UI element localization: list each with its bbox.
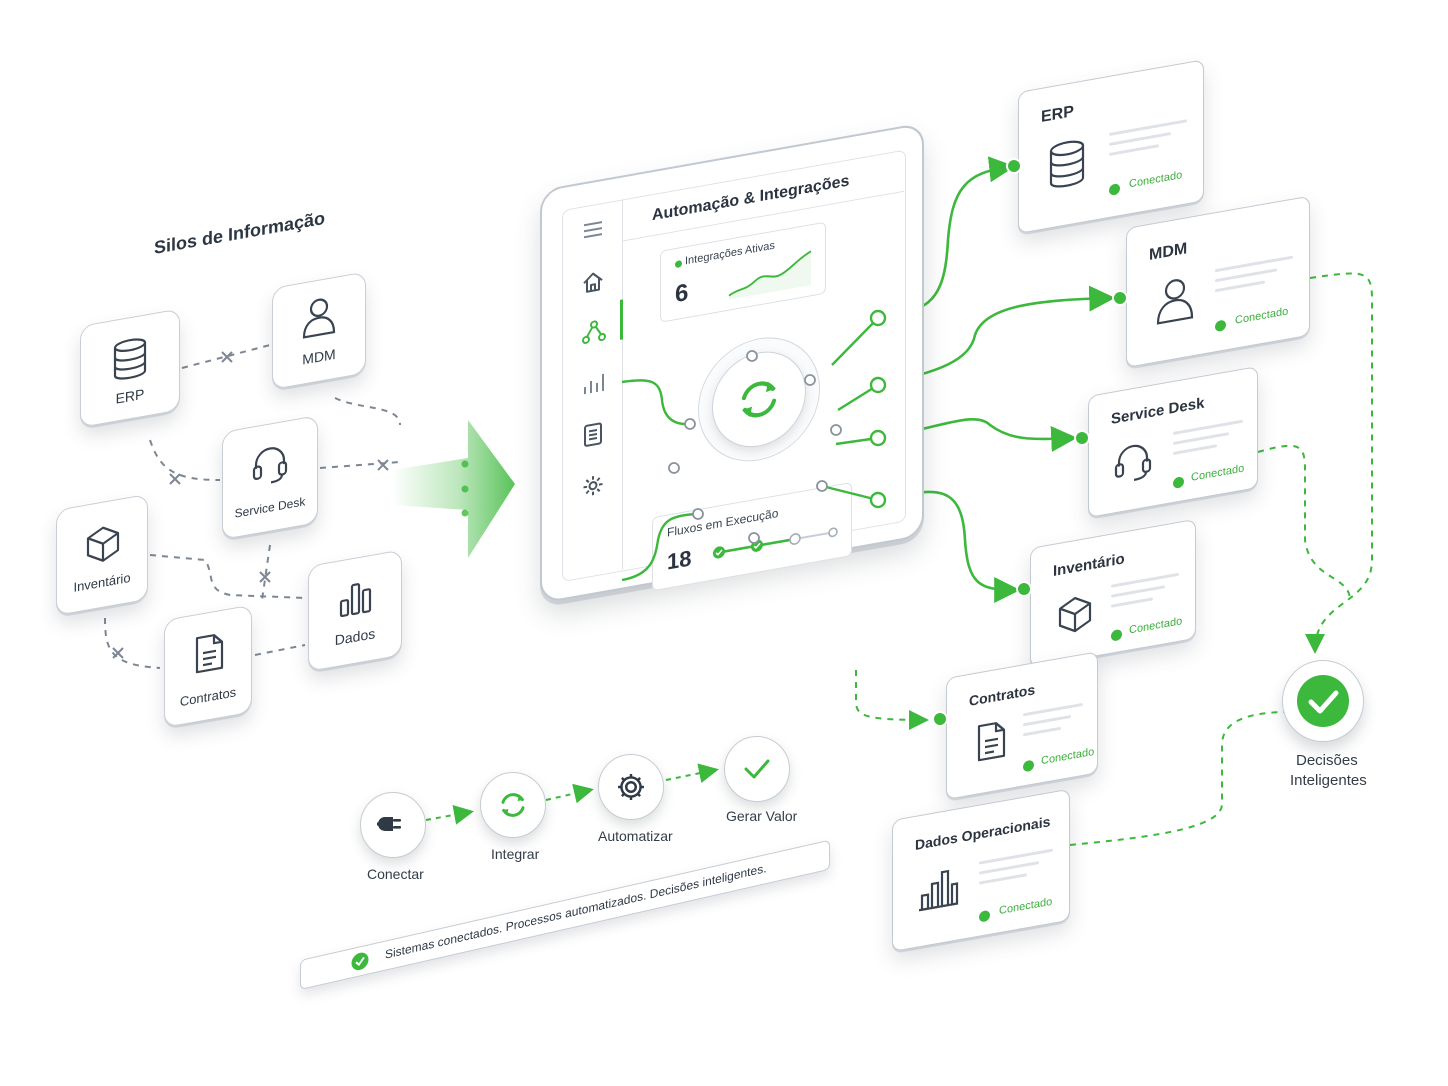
bar-chart-icon[interactable] bbox=[582, 371, 604, 397]
check-circle-icon bbox=[351, 952, 369, 971]
sync-icon bbox=[741, 381, 777, 418]
document-icon[interactable] bbox=[583, 421, 603, 449]
step-conectar-node[interactable] bbox=[360, 792, 426, 858]
connected-contratos-card[interactable]: Contratos Conectado bbox=[946, 651, 1098, 800]
silo-dados-tile[interactable]: Dados bbox=[308, 549, 402, 672]
bar-chart-icon bbox=[919, 869, 959, 912]
headset-icon bbox=[252, 447, 288, 484]
document-icon bbox=[195, 634, 224, 674]
gear-icon[interactable] bbox=[582, 473, 604, 499]
check-icon bbox=[744, 759, 770, 779]
smart-decisions-node[interactable] bbox=[1282, 660, 1364, 742]
check-icon bbox=[1297, 675, 1349, 727]
sync-icon bbox=[501, 793, 525, 817]
step-integrar-node[interactable] bbox=[480, 772, 546, 838]
smart-decisions-label-1: Decisões bbox=[1296, 752, 1358, 769]
home-icon[interactable] bbox=[582, 269, 604, 295]
silo-mdm-tile[interactable]: MDM bbox=[272, 271, 366, 390]
user-icon bbox=[302, 298, 336, 339]
connected-dados-operacionais-card[interactable]: Dados Operacionais Conectado bbox=[892, 788, 1070, 952]
silo-erp-tile[interactable]: ERP bbox=[80, 308, 180, 428]
bar-chart-icon bbox=[339, 583, 372, 618]
document-icon bbox=[977, 722, 1006, 762]
step-automatizar-label: Automatizar bbox=[598, 828, 673, 844]
summary-banner: Sistemas conectados. Processos automatiz… bbox=[300, 839, 830, 990]
database-icon bbox=[113, 338, 147, 380]
user-icon bbox=[1156, 279, 1194, 325]
active-integrations-card[interactable]: Integrações Ativas 6 bbox=[660, 221, 826, 323]
automation-hub-panel: Automação & Integrações Integrações Ativ… bbox=[540, 122, 924, 604]
step-automatizar-node[interactable] bbox=[598, 754, 664, 820]
cube-icon bbox=[1058, 596, 1092, 633]
headset-icon bbox=[1114, 444, 1152, 481]
sync-hub-core[interactable] bbox=[712, 344, 806, 455]
step-conectar-label: Conectar bbox=[367, 866, 424, 882]
cube-icon bbox=[86, 526, 120, 562]
gear-icon bbox=[618, 774, 644, 800]
menu-icon[interactable] bbox=[582, 219, 604, 241]
sync-hub-ring bbox=[698, 327, 820, 472]
step-gerar-valor-label: Gerar Valor bbox=[726, 808, 798, 824]
network-icon[interactable] bbox=[582, 318, 606, 344]
silo-service-desk-tile[interactable]: Service Desk bbox=[222, 415, 318, 540]
flow-arrow bbox=[392, 420, 515, 558]
silo-inventario-tile[interactable]: Inventário bbox=[56, 493, 148, 616]
connected-service-desk-card[interactable]: Service Desk Conectado bbox=[1088, 366, 1258, 518]
database-icon bbox=[1049, 140, 1085, 188]
connected-mdm-card[interactable]: MDM Conectado bbox=[1126, 195, 1310, 368]
step-integrar-label: Integrar bbox=[491, 846, 540, 862]
broken-link-marks bbox=[112, 351, 389, 659]
silo-contratos-tile[interactable]: Contratos bbox=[164, 604, 252, 728]
connected-inventario-card[interactable]: Inventário Conectado bbox=[1030, 518, 1196, 668]
trend-sparkline bbox=[728, 250, 812, 300]
smart-decisions-label-2: Inteligentes bbox=[1290, 772, 1367, 789]
step-gerar-valor-node[interactable] bbox=[724, 736, 790, 802]
connected-erp-card[interactable]: ERP Conectado bbox=[1018, 59, 1204, 234]
plug-icon bbox=[377, 817, 401, 831]
